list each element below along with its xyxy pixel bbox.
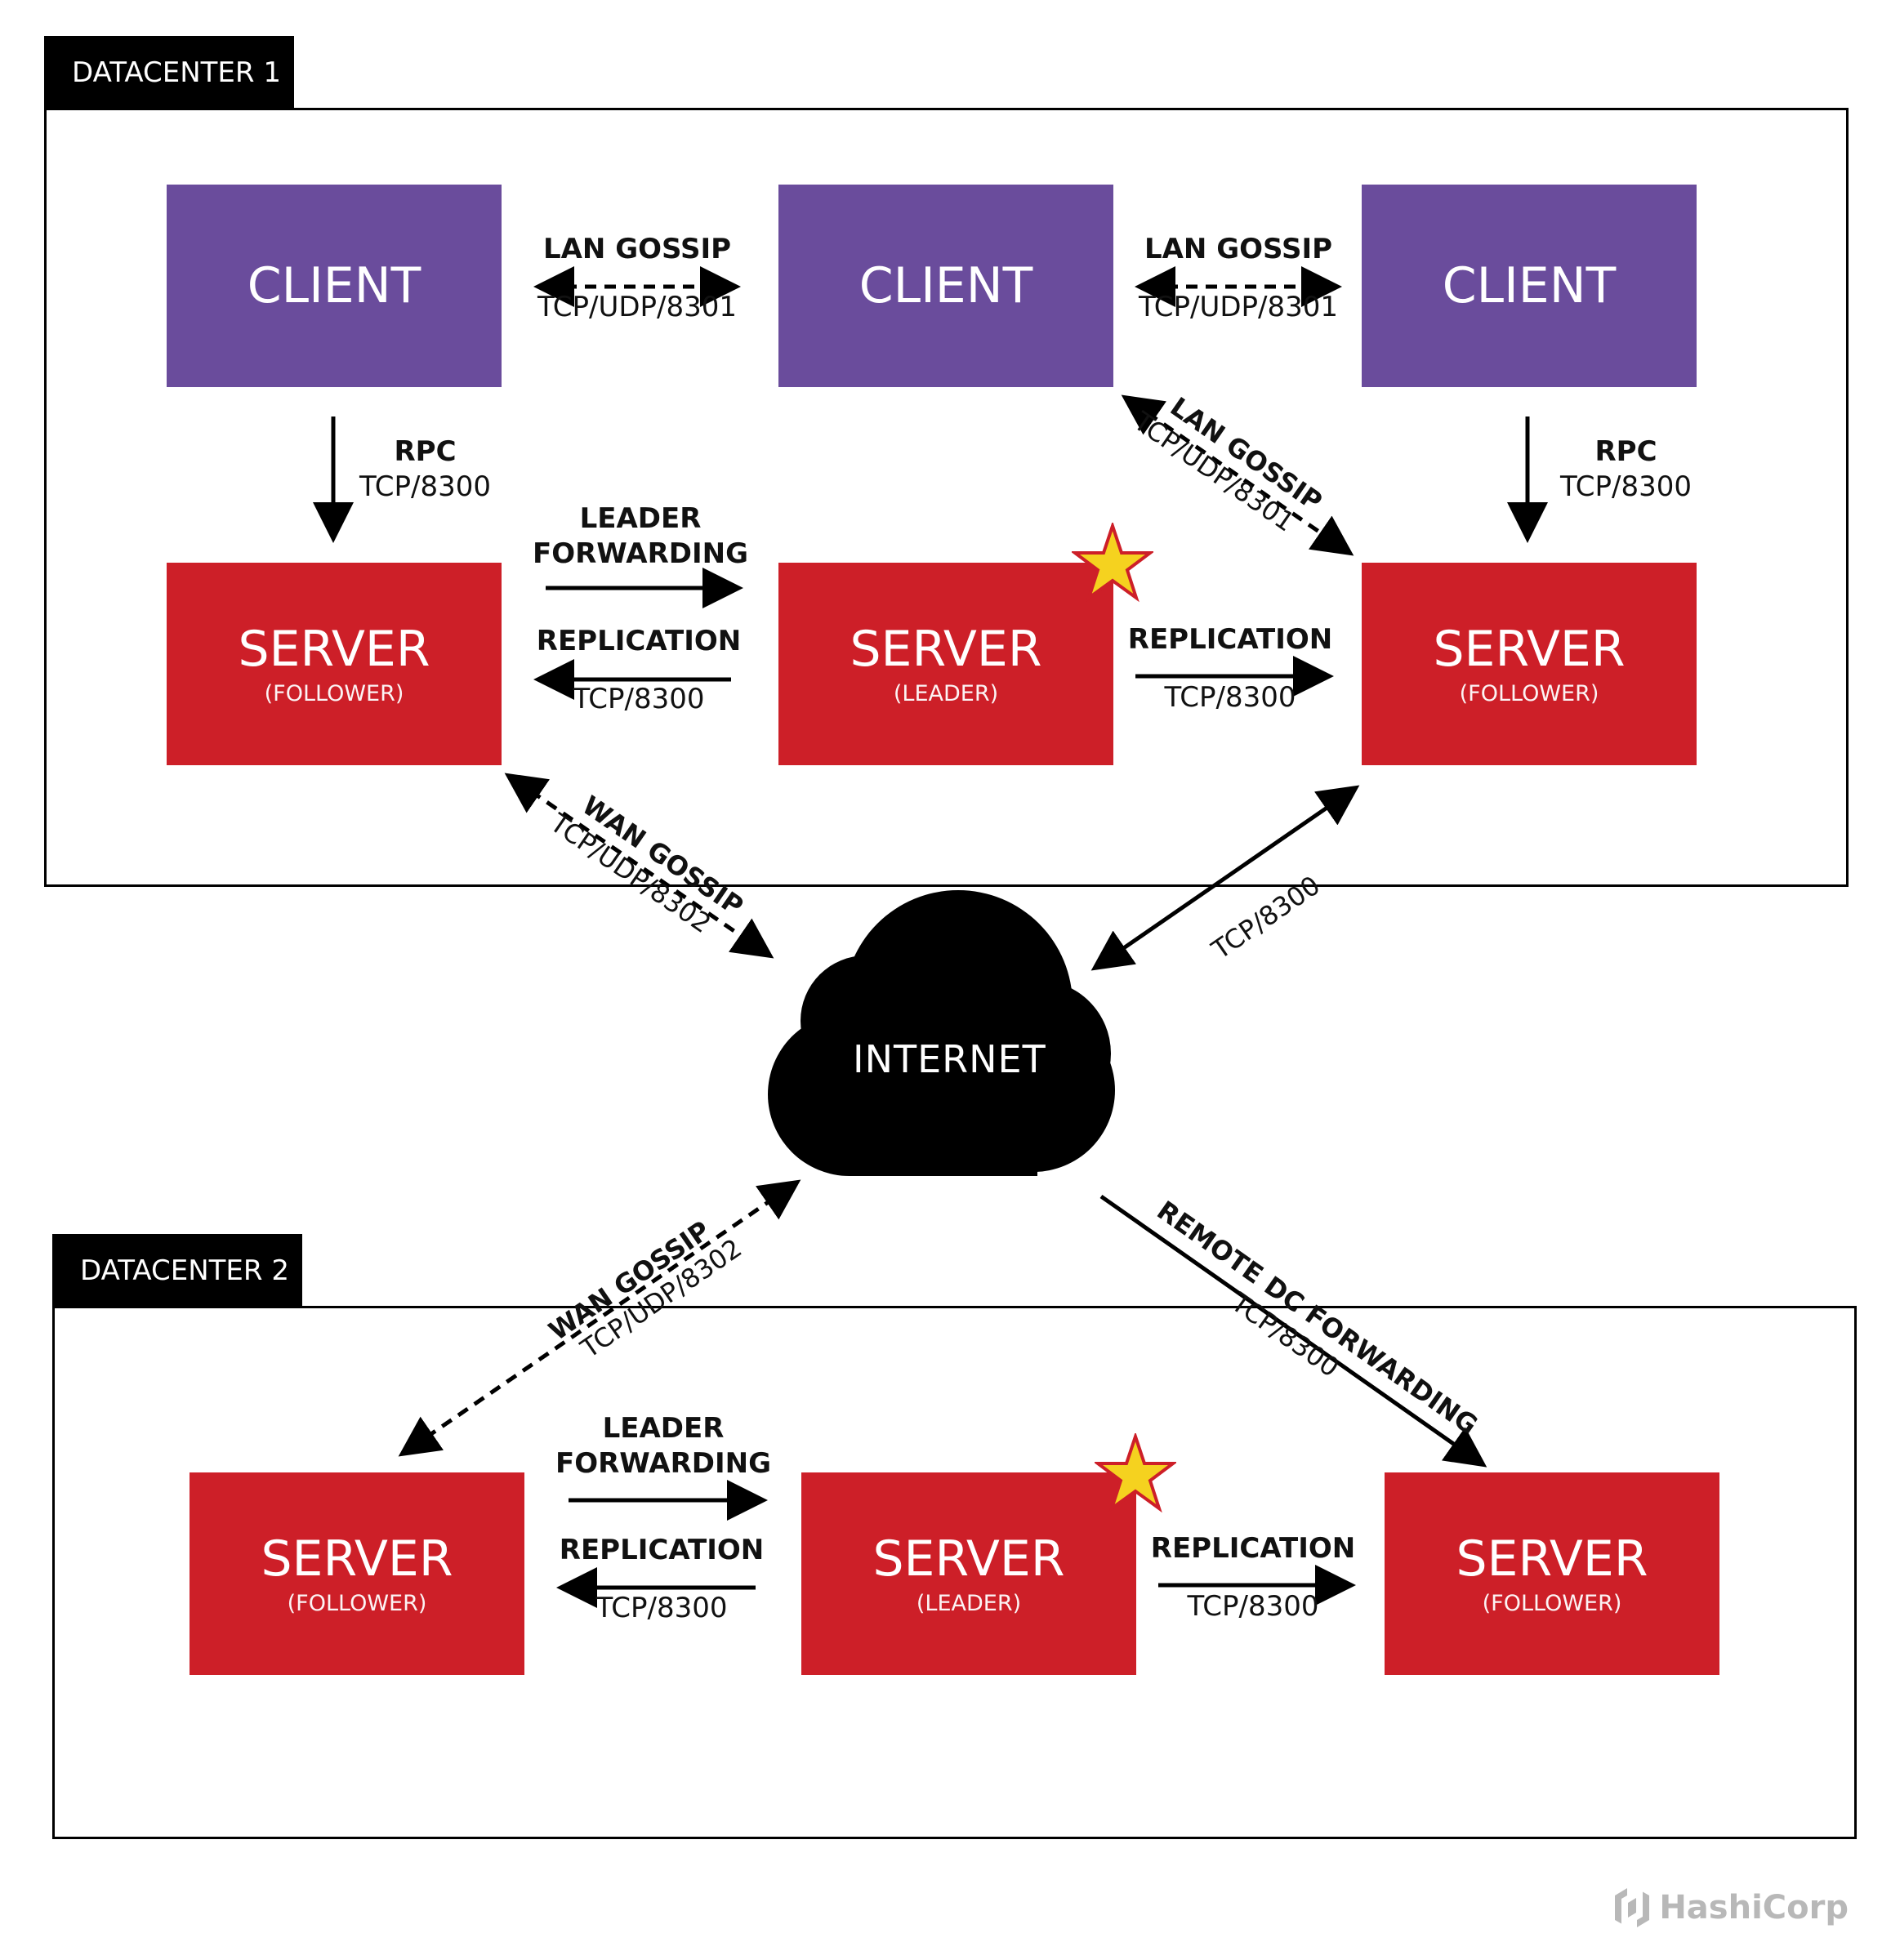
server-role: (FOLLOWER) — [1459, 680, 1599, 706]
lan-gossip-label-2: LAN GOSSIP TCP/UDP/8301 — [1138, 233, 1339, 323]
client-label: CLIENT — [1442, 257, 1617, 314]
rpc-label-right: RPC TCP/8300 — [1560, 435, 1693, 503]
replication-right-label-dc1: REPLICATION TCP/8300 — [1127, 623, 1333, 714]
dc1-server-follower-left[interactable]: SERVER (FOLLOWER) — [167, 563, 502, 765]
dc1-client-1[interactable]: CLIENT — [167, 185, 502, 387]
dc1-client-3[interactable]: CLIENT — [1362, 185, 1697, 387]
leader-star-icon — [1072, 523, 1153, 603]
internet-cloud-icon — [768, 890, 1115, 1176]
datacenter-2-frame — [52, 1306, 1857, 1839]
server-role: (LEADER) — [916, 1590, 1022, 1616]
hashicorp-logo-icon — [1615, 1888, 1650, 1927]
datacenter-2-label: DATACENTER 2 — [80, 1254, 289, 1287]
wan-gossip-arrow-dc1 — [504, 773, 774, 959]
datacenter-1-label: DATACENTER 1 — [72, 56, 281, 89]
server-role: (LEADER) — [893, 680, 999, 706]
dc1-server-leader[interactable]: SERVER (LEADER) — [778, 563, 1113, 765]
dc2-server-leader[interactable]: SERVER (LEADER) — [801, 1472, 1136, 1675]
datacenter-1-tab: DATACENTER 1 — [44, 36, 294, 109]
server-label: SERVER — [261, 1530, 453, 1588]
leader-star-icon — [1095, 1433, 1176, 1513]
datacenter-1-frame — [44, 108, 1849, 887]
replication-right-label-dc2: REPLICATION TCP/8300 — [1150, 1532, 1356, 1623]
dc1-client-2[interactable]: CLIENT — [778, 185, 1113, 387]
server-role: (FOLLOWER) — [264, 680, 404, 706]
client-label: CLIENT — [247, 257, 421, 314]
remote-dc-forwarding-arrow — [1099, 1194, 1487, 1468]
server-label: SERVER — [1433, 620, 1626, 678]
leader-forwarding-label-dc1: LEADER FORWARDING — [532, 502, 749, 570]
server-label: SERVER — [872, 1530, 1065, 1588]
lan-gossip-label-1: LAN GOSSIP TCP/UDP/8301 — [537, 233, 738, 323]
dc2-server-follower-left[interactable]: SERVER (FOLLOWER) — [190, 1472, 524, 1675]
dc2-server-follower-right[interactable]: SERVER (FOLLOWER) — [1385, 1472, 1719, 1675]
datacenter-2-tab: DATACENTER 2 — [52, 1234, 302, 1307]
hashicorp-brand: HashiCorp — [1613, 1886, 1849, 1929]
lan-gossip-diagonal-arrow — [1121, 394, 1354, 556]
server-label: SERVER — [1456, 1530, 1648, 1588]
server-label: SERVER — [238, 620, 430, 678]
leader-forwarding-label-dc2: LEADER FORWARDING — [555, 1412, 772, 1480]
server-label: SERVER — [850, 620, 1042, 678]
server-role: (FOLLOWER) — [1482, 1590, 1622, 1616]
dc1-server-follower-right[interactable]: SERVER (FOLLOWER) — [1362, 563, 1697, 765]
rpc-label-left: RPC TCP/8300 — [359, 435, 492, 503]
tcp-8300-arrow-dc1 — [1090, 785, 1360, 971]
replication-left-label-dc1: REPLICATION TCP/8300 — [536, 625, 742, 715]
internet-label: INTERNET — [853, 1037, 1046, 1081]
replication-left-label-dc2: REPLICATION TCP/8300 — [559, 1534, 765, 1624]
server-role: (FOLLOWER) — [287, 1590, 427, 1616]
brand-name: HashiCorp — [1659, 1889, 1849, 1927]
client-label: CLIENT — [859, 257, 1033, 314]
